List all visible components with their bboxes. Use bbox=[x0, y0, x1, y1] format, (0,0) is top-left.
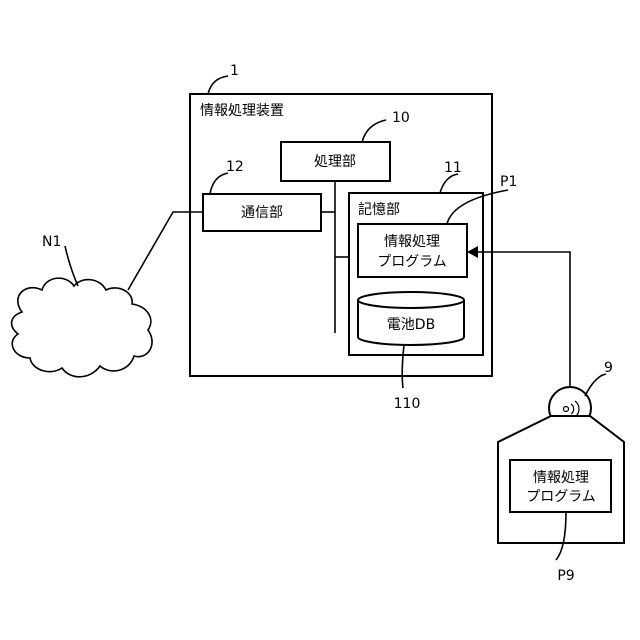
processing-ref: 10 bbox=[392, 110, 410, 126]
device-leader bbox=[208, 76, 228, 94]
network-ref: N1 bbox=[42, 234, 61, 250]
media-program-line2: プログラム bbox=[526, 489, 596, 505]
device-ref: 1 bbox=[230, 63, 239, 79]
battery-db-ref: 110 bbox=[394, 396, 421, 412]
device-title: 情報処理装置 bbox=[200, 103, 284, 119]
storage-ref: 11 bbox=[444, 160, 462, 176]
battery-db-label: 電池DB bbox=[387, 317, 435, 333]
program-ref: P1 bbox=[500, 174, 517, 190]
media-leader bbox=[585, 374, 606, 396]
media-program-line1: 情報処理 bbox=[533, 470, 589, 486]
communication-label: 通信部 bbox=[241, 205, 283, 221]
media-program-ref: P9 bbox=[557, 568, 574, 584]
network-cloud bbox=[12, 278, 152, 377]
program-line1: 情報処理 bbox=[384, 234, 440, 250]
program-line2: プログラム bbox=[377, 254, 447, 270]
storage-label: 記憶部 bbox=[358, 201, 400, 218]
media-ref: 9 bbox=[604, 360, 613, 376]
processing-label: 処理部 bbox=[314, 154, 356, 170]
communication-ref: 12 bbox=[226, 159, 244, 175]
